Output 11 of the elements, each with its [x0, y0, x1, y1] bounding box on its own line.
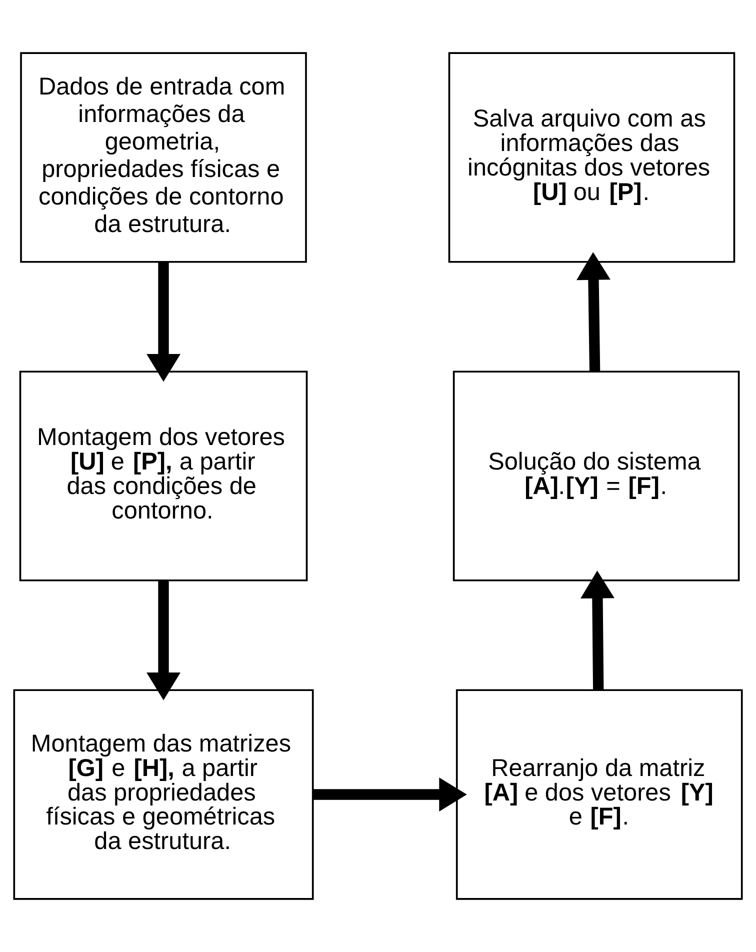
node-box: Montagem das matrizes [G] e [H], a partir das propriedades físicas e geométricas da estrutura. [13, 689, 314, 900]
node-box: Rearranjo da matriz [A] e dos vetores [Y] e [F]. [456, 689, 743, 900]
arrow [312, 778, 467, 812]
node-box: Dados de entrada com informações da geometria, propriedades físicas e condições de contorno da estrutura. [20, 52, 307, 263]
arrow [146, 580, 180, 700]
node-box: Solução do sistema [A].[Y] = [F]. [452, 370, 740, 582]
node-box: Montagem dos vetores [U] e [P], a partir das condições de contorno. [19, 370, 308, 582]
arrow [576, 252, 610, 372]
arrow [146, 262, 180, 382]
node-box: Salva arquivo com as informações das incógnitas dos vetores [U] ou [P]. [448, 52, 736, 263]
arrow [580, 570, 614, 690]
